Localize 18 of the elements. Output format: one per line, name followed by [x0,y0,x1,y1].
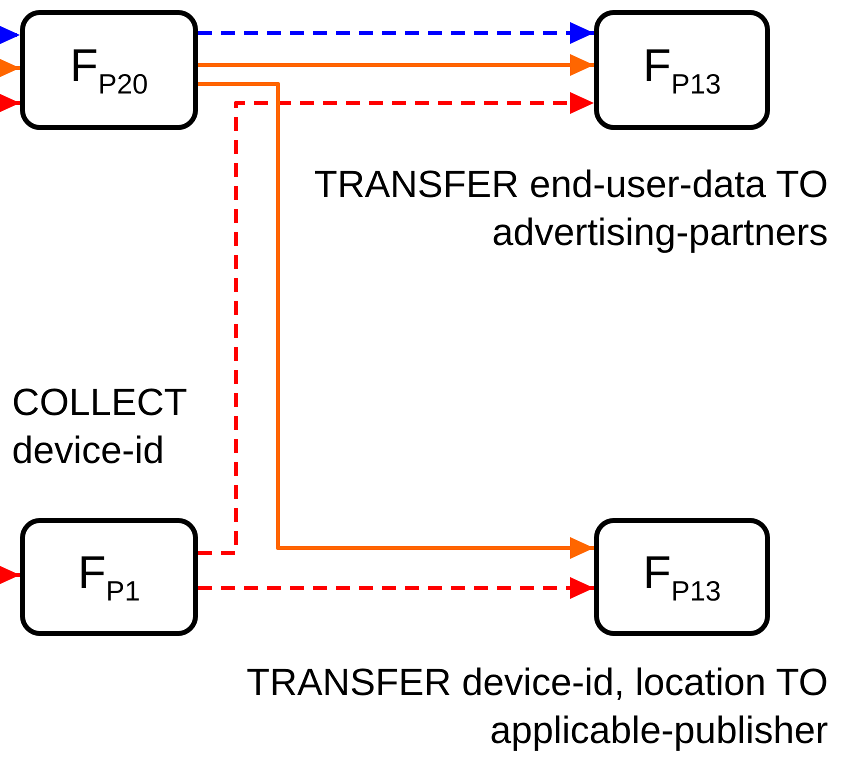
arrow [198,54,594,76]
process-box [20,518,198,636]
arrow [198,577,594,599]
box-label: F$_{P20}$ [70,42,148,98]
box-label: F$_{P13}$ [643,42,721,98]
arrow [198,22,594,44]
flow-annotation: COLLECT device-id [12,381,188,474]
flow-annotation: TRANSFER device-id, location TO applicable-publisher [246,661,828,754]
arrow [0,57,20,79]
arrow [0,24,20,46]
process-box [20,10,198,130]
process-box [594,518,770,636]
arrow [0,92,20,114]
process-box [594,10,770,130]
flow-annotation: TRANSFER end-user-data TO advertising-partners [313,163,828,256]
arrow [0,564,20,586]
box-label: F$_{P1}$ [78,548,140,606]
box-label: F$_{P13}$ [643,548,721,606]
